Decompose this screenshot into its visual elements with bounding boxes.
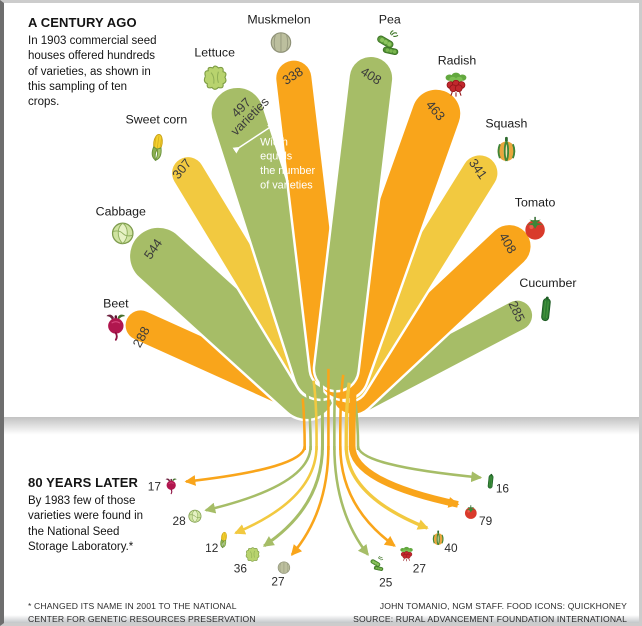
width-annotation-line: of varieties	[260, 179, 313, 191]
cabbage-icon-small	[188, 509, 202, 523]
squash-icon-small	[432, 529, 445, 546]
tomato-icon-small	[464, 504, 478, 520]
later-title: 80 YEARS LATER	[28, 475, 139, 490]
cabbage-icon	[111, 222, 134, 245]
branch-cabbage	[130, 227, 335, 419]
width-annotation: Width equals the number of varieties	[232, 124, 316, 191]
arrows-1983	[184, 445, 483, 556]
tomato-icon	[524, 216, 546, 241]
crop-label-pea: Pea	[379, 13, 401, 27]
later-block: 80 YEARS LATER By 1983 few of those vari…	[28, 475, 150, 555]
intro-title: A CENTURY AGO	[28, 15, 137, 30]
branch-pea	[315, 56, 393, 391]
crop-label-lettuce: Lettuce	[194, 45, 235, 59]
beet-icon-small	[165, 477, 178, 495]
squash-icon	[496, 135, 517, 162]
footnote-line1: * CHANGED ITS NAME IN 2001 TO THE NATION…	[28, 601, 237, 611]
intro-body: In 1903 commercial seed houses offered h…	[28, 35, 157, 109]
value-1983-radish: 27	[413, 562, 426, 576]
arrow-1983-lettuce	[262, 445, 325, 548]
width-annotation-line: equals	[260, 151, 293, 163]
muskmelon-icon	[270, 32, 292, 53]
arrow-1983-tomato	[348, 445, 460, 508]
footnote-line2: CENTER FOR GENETIC RESOURCES PRESERVATIO…	[28, 613, 256, 624]
value-1983-cabbage: 28	[173, 514, 187, 528]
trunk-stripe-beet	[301, 398, 306, 450]
credits-line1: JOHN TOMANIO, NGM STAFF. FOOD ICONS: QUI…	[379, 601, 627, 611]
crop-label-cucumber: Cucumber	[519, 276, 576, 290]
muskmelon-icon-small	[277, 561, 291, 574]
corn-icon-small	[219, 531, 228, 549]
crop-label-radish: Radish	[438, 53, 477, 67]
value-1983-beet: 17	[148, 479, 161, 493]
cucumber-icon-small	[487, 473, 494, 489]
pea-icon-small	[369, 555, 384, 572]
width-annotation-line: the number	[260, 165, 315, 177]
footnote: * CHANGED ITS NAME IN 2001 TO THE NATION…	[28, 600, 256, 624]
value-1983-lettuce: 36	[234, 562, 248, 576]
width-arrow	[232, 124, 275, 154]
arrow-1983-muskmelon	[290, 445, 330, 556]
trunk-stripe-pea	[333, 368, 338, 450]
arrow-1983-radish	[339, 445, 396, 547]
arrow-1983-corn	[234, 445, 318, 535]
branches-1903	[123, 54, 535, 422]
crop-label-squash: Squash	[485, 117, 527, 131]
crop-label-beet: Beet	[103, 297, 129, 311]
value-1983-pea: 25	[379, 575, 393, 589]
seed-tree-chart: Width equals the number of varieties Beet 28…	[96, 13, 577, 590]
credits: JOHN TOMANIO, NGM STAFF. FOOD ICONS: QUI…	[353, 600, 627, 624]
value-1983-muskmelon: 27	[271, 574, 284, 588]
crop-label-muskmelon: Muskmelon	[247, 13, 310, 27]
arrow-1983-pea	[333, 445, 369, 556]
arrow-1983-cucumber	[356, 445, 483, 483]
later-body: By 1983 few of those varieties were foun…	[28, 495, 144, 553]
corn-icon	[150, 133, 165, 162]
lettuce-icon	[203, 65, 227, 90]
trunk-stripe-radish	[339, 374, 345, 450]
trunk-stripe-tomato	[348, 392, 357, 450]
intro-block: A CENTURY AGO In 1903 commercial seed ho…	[28, 15, 160, 110]
trunk-stripe-corn	[312, 380, 318, 450]
credits-line2: SOURCE: RURAL ADVANCEMENT FOUNDATION INT…	[353, 613, 627, 624]
pea-icon	[375, 30, 399, 56]
radish-icon-small	[400, 546, 414, 562]
trunk-stripe-squash	[344, 382, 351, 450]
width-annotation-line: Width	[260, 136, 288, 148]
crop-label-corn: Sweet corn	[125, 113, 187, 127]
arrow-1983-beet	[184, 445, 306, 486]
value-1983-cucumber: 16	[496, 481, 510, 495]
beet-icon	[105, 313, 127, 341]
value-1983-corn: 12	[205, 541, 218, 555]
trunk-stripe-lettuce	[319, 372, 325, 450]
lettuce-icon-small	[245, 547, 260, 562]
arrow-1983-cabbage	[204, 445, 312, 514]
value-1983-squash: 40	[444, 541, 458, 555]
crop-label-tomato: Tomato	[515, 196, 556, 210]
value-1983-tomato: 79	[479, 514, 493, 528]
crop-label-cabbage: Cabbage	[96, 205, 146, 219]
arrow-1983-squash	[344, 445, 429, 530]
bottom-edge-shadow	[4, 615, 639, 623]
cucumber-icon	[540, 295, 552, 322]
